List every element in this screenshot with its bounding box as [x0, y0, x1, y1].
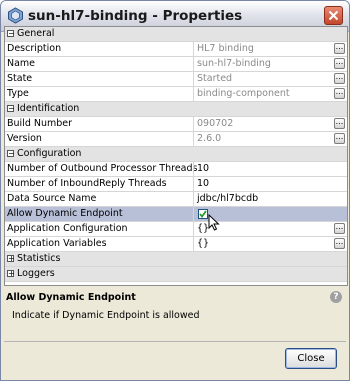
edit-ellipsis-button[interactable]: ... [334, 88, 345, 99]
edit-ellipsis-button[interactable]: ... [334, 238, 345, 249]
column-divider [193, 162, 194, 176]
property-label: Application Variables [7, 238, 107, 249]
property-row-state[interactable]: State Started ... [5, 72, 347, 87]
property-row-description[interactable]: Description HL7 binding ... [5, 42, 347, 57]
window-close-button[interactable] [324, 6, 343, 25]
property-label: Number of Outbound Processor Threads [7, 163, 198, 174]
column-divider [193, 132, 194, 146]
close-icon [328, 10, 339, 21]
property-label: Version [7, 133, 42, 144]
property-label: Allow Dynamic Endpoint [7, 208, 123, 219]
category-configuration[interactable]: − Configuration [5, 147, 347, 162]
category-label: General [17, 28, 55, 39]
property-row-inbound-threads[interactable]: Number of InboundReply Threads 10 [5, 177, 347, 192]
property-row-data-source[interactable]: Data Source Name jdbc/hl7bcdb [5, 192, 347, 207]
mouse-cursor-icon [208, 214, 220, 231]
edit-ellipsis-button[interactable]: ... [334, 73, 345, 84]
column-divider [193, 42, 194, 56]
property-label: Application Configuration [7, 223, 128, 234]
property-label: Type [7, 88, 29, 99]
expand-icon[interactable]: + [7, 269, 15, 278]
property-row-name[interactable]: Name sun-hl7-binding ... [5, 57, 347, 72]
column-divider [193, 207, 194, 221]
property-sheet: − General Description HL7 binding ... Na… [4, 26, 348, 286]
edit-ellipsis-button[interactable]: ... [334, 223, 345, 234]
expand-icon[interactable]: + [7, 254, 15, 263]
category-loggers[interactable]: + Loggers [5, 267, 347, 282]
collapse-icon[interactable]: − [7, 104, 15, 113]
property-value: {} [197, 238, 210, 249]
property-value: sun-hl7-binding [197, 58, 271, 69]
column-divider [193, 72, 194, 86]
property-value-input[interactable]: 10 [197, 178, 210, 189]
description-title: Allow Dynamic Endpoint [6, 292, 136, 303]
property-row-dynamic-endpoint[interactable]: Allow Dynamic Endpoint [5, 207, 347, 231]
property-value-input[interactable]: 10 [197, 163, 210, 174]
property-label: Name [7, 58, 36, 69]
edit-ellipsis-button[interactable]: ... [334, 133, 345, 144]
description-text: Indicate if Dynamic Endpoint is allowed [12, 310, 200, 321]
property-label: Data Source Name [7, 193, 97, 204]
category-label: Loggers [17, 268, 55, 279]
property-row-build-number[interactable]: Build Number 090702 ... [5, 117, 347, 132]
divider [4, 341, 346, 342]
property-value: HL7 binding [197, 43, 254, 54]
edit-ellipsis-button[interactable]: ... [334, 58, 345, 69]
property-row-app-vars[interactable]: Application Variables {} ... [5, 237, 347, 252]
dynamic-endpoint-checkbox[interactable] [198, 209, 208, 219]
property-label: Build Number [7, 118, 73, 129]
category-label: Identification [17, 103, 80, 114]
property-row-app-config[interactable]: Application Configuration {} ... [5, 222, 347, 237]
property-value: Started [197, 73, 233, 84]
window-title: sun-hl7-binding - Properties [28, 8, 243, 24]
column-divider [193, 87, 194, 101]
category-identification[interactable]: − Identification [5, 102, 347, 117]
column-divider [193, 222, 194, 236]
help-icon: ? [330, 291, 342, 303]
property-value: 2.6.0 [197, 133, 222, 144]
checkmark-icon [199, 210, 207, 218]
column-divider [193, 192, 194, 206]
column-divider [193, 57, 194, 71]
edit-ellipsis-button[interactable]: ... [334, 43, 345, 54]
edit-ellipsis-button[interactable]: ... [334, 118, 345, 129]
column-divider [193, 117, 194, 131]
category-label: Statistics [17, 253, 61, 264]
column-divider [193, 237, 194, 251]
property-label: State [7, 73, 33, 84]
property-label: Description [7, 43, 62, 54]
component-icon [8, 7, 23, 24]
close-button[interactable]: Close [285, 348, 337, 369]
category-label: Configuration [17, 148, 82, 159]
property-row-outbound-threads[interactable]: Number of Outbound Processor Threads 10 [5, 162, 347, 177]
property-value: binding-component [197, 88, 290, 99]
column-divider [193, 177, 194, 191]
category-statistics[interactable]: + Statistics [5, 252, 347, 267]
property-value-input[interactable]: jdbc/hl7bcdb [197, 193, 259, 204]
description-panel: Allow Dynamic Endpoint ? Indicate if Dyn… [4, 286, 346, 339]
property-value: {} [197, 223, 210, 234]
property-row-type[interactable]: Type binding-component ... [5, 87, 347, 102]
property-label: Number of InboundReply Threads [7, 178, 167, 189]
category-general[interactable]: − General [5, 27, 347, 42]
property-row-version[interactable]: Version 2.6.0 ... [5, 132, 347, 147]
collapse-icon[interactable]: − [7, 29, 15, 38]
property-value: 090702 [197, 118, 234, 129]
collapse-icon[interactable]: − [7, 149, 15, 158]
